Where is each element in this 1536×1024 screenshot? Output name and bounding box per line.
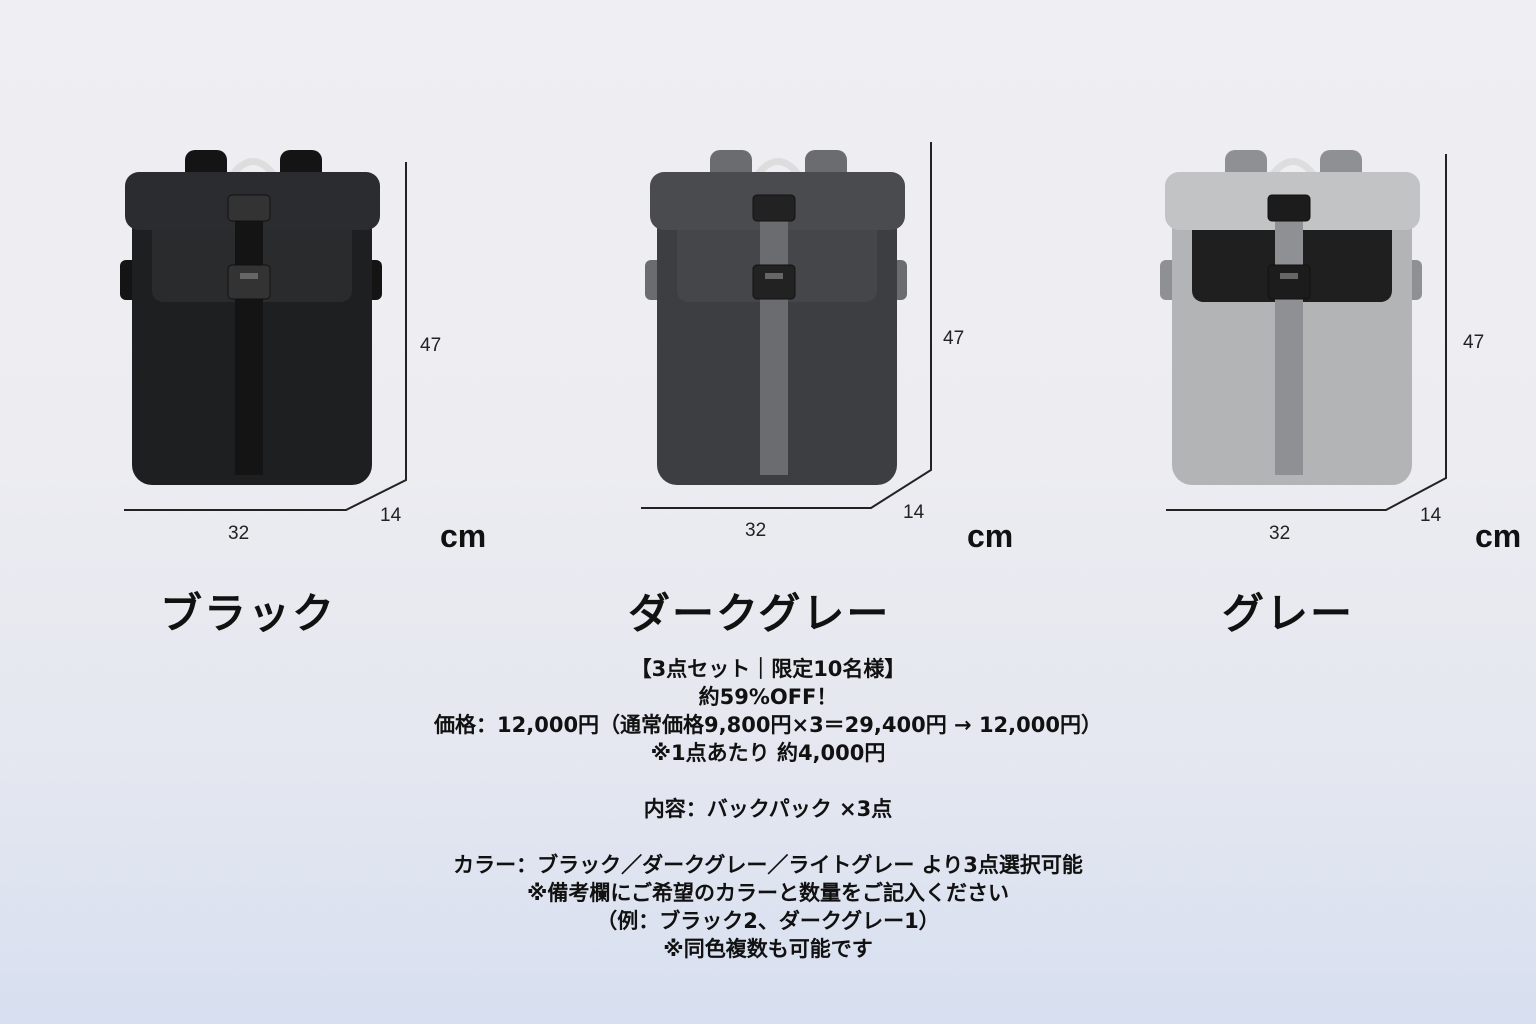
dim-height: 47: [1463, 332, 1485, 353]
backpack-black-image: [120, 150, 407, 511]
set-heading: 【3点セット｜限定10名様】: [630, 657, 906, 681]
product-gray: 47 14 32 cm: [1150, 140, 1536, 560]
color-name-dark-gray: ダークグレー: [628, 589, 891, 638]
color-name-gray: グレー: [1222, 589, 1355, 638]
unit-price-text: ※1点あたり 約4,000円: [650, 741, 886, 765]
dim-depth: 14: [380, 505, 402, 526]
color-name-black: ブラック: [160, 589, 337, 638]
dim-unit: cm: [440, 518, 487, 554]
backpack-dark-gray-image: [641, 142, 932, 509]
dimension-lines: [124, 162, 407, 511]
color-options-text: カラー：ブラック／ダークグレー／ライトグレー より3点選択可能: [453, 853, 1083, 877]
contents-text: 内容：バックパック ×3点: [643, 797, 893, 821]
offer-details: 【3点セット｜限定10名様】 約59%OFF！ 価格：12,000円（通常価格9…: [0, 655, 1536, 963]
dimension-lines: [641, 142, 932, 509]
dimension-lines: [1166, 154, 1447, 511]
dim-width: 32: [1269, 523, 1291, 544]
dim-depth: 14: [903, 502, 925, 523]
dim-height: 47: [420, 335, 442, 356]
product-dark-gray: 47 14 32 cm: [635, 140, 1065, 560]
dim-height: 47: [943, 328, 965, 349]
dim-width: 32: [745, 520, 767, 541]
dim-depth: 14: [1420, 505, 1442, 526]
dim-width: 32: [228, 523, 250, 544]
discount-text: 約59%OFF！: [698, 685, 838, 709]
backpack-gray-image: [1160, 150, 1447, 511]
same-color-note: ※同色複数も可能です: [663, 937, 873, 961]
dim-unit: cm: [1475, 518, 1522, 554]
product-black: 47 14 32 cm: [110, 140, 540, 560]
example-text: （例：ブラック2、ダークグレー1）: [596, 909, 940, 933]
price-text: 価格：12,000円（通常価格9,800円×3＝29,400円 → 12,000…: [434, 713, 1102, 737]
dim-unit: cm: [967, 518, 1014, 554]
notes-instruction-text: ※備考欄にご希望のカラーと数量をご記入ください: [527, 881, 1009, 905]
